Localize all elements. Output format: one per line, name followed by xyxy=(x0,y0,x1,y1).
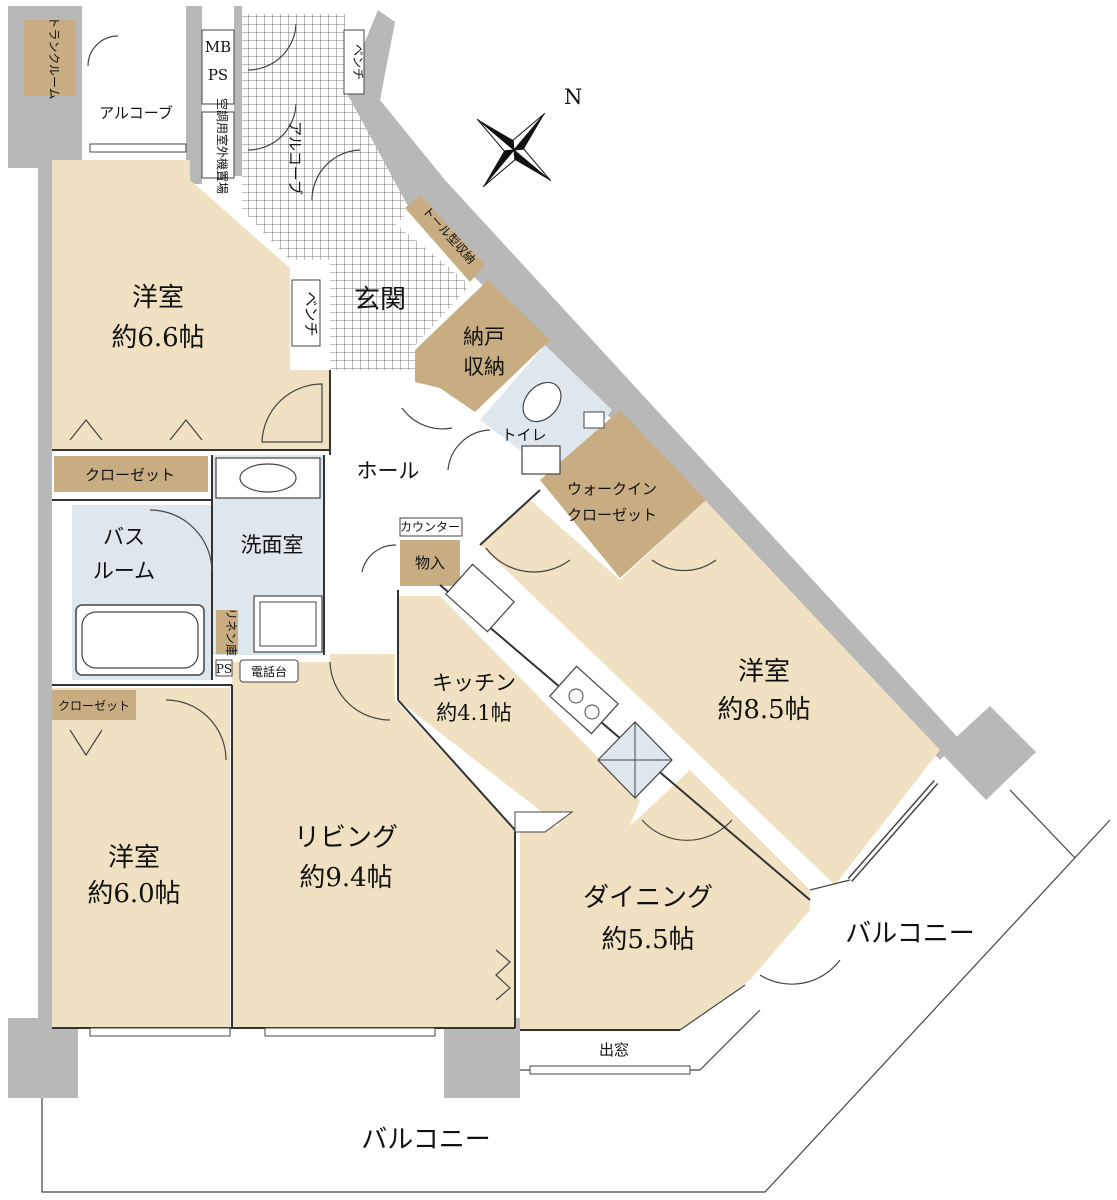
ac-place-label: 空調用室外機置場 xyxy=(215,98,230,194)
closet-2 xyxy=(52,690,136,720)
storage-line2: 収納 xyxy=(463,355,505,379)
storage-fill xyxy=(24,20,706,720)
tiled-areas xyxy=(242,14,470,370)
trunk-room-label: トランクルーム xyxy=(47,16,61,99)
room-living xyxy=(232,654,515,1028)
living-size: 約9.4帖 xyxy=(299,863,392,893)
western-2-name: 洋室 xyxy=(108,843,160,873)
room-kitchen xyxy=(398,596,640,826)
trunk-room xyxy=(24,20,76,96)
kitchen-sink xyxy=(444,563,516,633)
bathtub xyxy=(75,604,205,676)
closet-1-label: クローゼット xyxy=(85,466,175,484)
ps-label: PS xyxy=(208,66,228,84)
bench-1-label: ベンチ xyxy=(351,44,365,80)
bay-window-label: 出窓 xyxy=(599,1041,629,1059)
washing-pan xyxy=(253,595,323,653)
bath-line2: ルーム xyxy=(93,559,155,583)
toilet-name: トイレ xyxy=(501,426,546,444)
washbasin xyxy=(215,457,321,499)
washroom-name: 洗面室 xyxy=(241,533,304,557)
bench-2-label: ベンチ xyxy=(302,291,320,336)
walk-in-closet xyxy=(540,410,706,578)
room-western-1 xyxy=(52,160,330,450)
alcove-2-label: アルコーブ xyxy=(286,121,304,195)
closet-1 xyxy=(54,456,208,492)
linen xyxy=(216,610,238,654)
hall-name: ホール xyxy=(357,459,420,483)
closet-2-label: クローゼット xyxy=(58,699,130,713)
balcony-1-label: バルコニー xyxy=(845,919,974,949)
entrance-name: 玄関 xyxy=(354,285,406,315)
balcony-outlines xyxy=(41,789,1111,1193)
ps-triangle xyxy=(514,811,574,833)
western-3-size: 約8.5帖 xyxy=(717,695,810,725)
bench-box-1 xyxy=(343,29,365,95)
kitchen-size: 約4.1帖 xyxy=(436,701,511,725)
doors xyxy=(69,23,841,1001)
western-3-name: 洋室 xyxy=(738,657,790,687)
counter-label: カウンター xyxy=(400,520,460,534)
storage-nando xyxy=(415,280,550,412)
dining-name: ダイニング xyxy=(583,883,713,913)
toilet-bowl xyxy=(522,381,562,423)
counter-box xyxy=(399,517,463,537)
room-dining xyxy=(520,770,810,1030)
dining-size: 約5.5帖 xyxy=(601,925,694,955)
mb-label: MB xyxy=(205,38,231,56)
western-1-size: 約6.6帖 xyxy=(111,323,204,353)
cooktop xyxy=(548,665,620,735)
fixtures xyxy=(75,29,673,833)
living-name: リビング xyxy=(294,823,398,853)
balcony-2-label: バルコニー xyxy=(361,1125,490,1155)
north-label: N xyxy=(564,85,582,109)
storage-line1: 納戸 xyxy=(463,325,505,349)
toilet-sink xyxy=(521,445,561,475)
ps-box-2 xyxy=(215,659,233,677)
tall-storage xyxy=(405,195,485,282)
outer-walls xyxy=(8,6,1036,1098)
alcove-1-label: アルコーブ xyxy=(99,104,173,122)
compass-icon xyxy=(476,112,552,188)
walkin-line2: クローゼット xyxy=(567,506,657,524)
room-western-3 xyxy=(480,500,940,885)
phone-stand xyxy=(239,659,299,683)
monoire xyxy=(400,540,460,586)
western-2-size: 約6.0帖 xyxy=(87,879,180,909)
kitchen-name: キッチン xyxy=(432,671,516,695)
phone-stand-label: 電話台 xyxy=(251,664,287,679)
linen-label: リネン庫 xyxy=(224,608,238,656)
monoire-label: 物入 xyxy=(415,554,445,572)
windows xyxy=(89,143,939,1075)
ps-box-3 xyxy=(583,411,605,429)
mb-ps-box xyxy=(201,29,235,105)
bench-box-2 xyxy=(291,279,321,347)
western-1-name: 洋室 xyxy=(132,283,184,313)
ac-place-box xyxy=(201,111,235,179)
ps-small-label: PS xyxy=(216,662,232,676)
room-western-2 xyxy=(52,688,230,1028)
walkin-line1: ウォークイン xyxy=(567,480,657,498)
bath-line1: バス xyxy=(103,525,145,549)
